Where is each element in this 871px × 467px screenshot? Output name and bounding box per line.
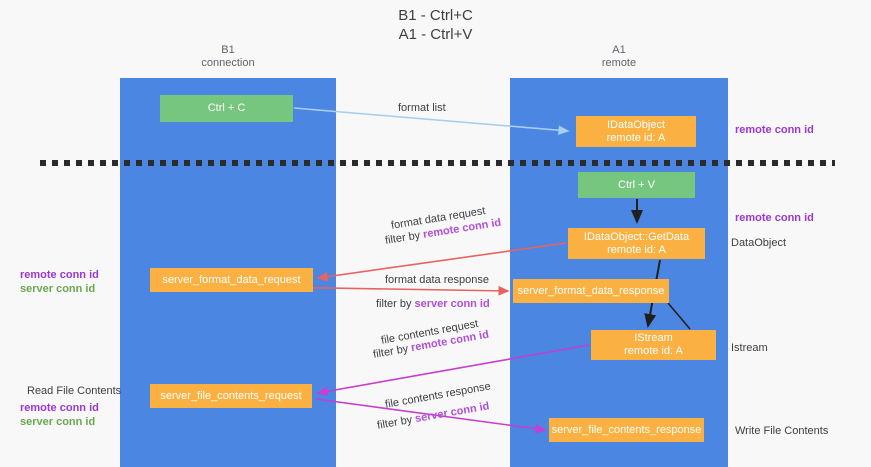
node-server-file-contents-response[interactable]: server_file_contents_response	[549, 418, 704, 442]
node-sfcreq-label: server_file_contents_request	[160, 389, 302, 402]
node-idataobject[interactable]: IDataObject remote id: A	[576, 116, 696, 147]
node-idataobject-label: IDataObject	[606, 118, 666, 131]
edge-filter-fcreq-prefix: filter by	[372, 342, 413, 361]
edge-label-fdresp-text: format data response	[385, 274, 489, 286]
node-ctrl-c-label: Ctrl + C	[207, 102, 246, 114]
edge-filter-format-data-response: filter by server conn id	[376, 297, 490, 311]
edge-label-format-list-text: format list	[398, 102, 446, 114]
node-istream-label: IStream	[634, 332, 673, 344]
edge-label-format-list: format list	[398, 101, 446, 115]
annotation-write-file-contents-text: Write File Contents	[735, 425, 829, 437]
node-sfdresp-label: server_format_data_response	[517, 284, 665, 297]
node-sfcresp-label: server_file_contents_response	[551, 423, 702, 436]
lane-a1-name: A1	[612, 44, 626, 56]
node-getdata-label: IDataObject::GetData	[583, 230, 690, 243]
annotation-left-remote-conn-id-1: remote conn id	[20, 269, 99, 281]
annotation-istream: Istream	[731, 341, 768, 355]
edge-filter-fdresp-key: server conn id	[414, 298, 490, 310]
edge-filter-fcresp-prefix: filter by	[376, 413, 417, 432]
annotation-remote-conn-id-top: remote conn id	[735, 123, 814, 137]
edge-label-format-data-response: format data response	[385, 273, 489, 287]
title-line-1: B1 - Ctrl+C	[398, 7, 473, 24]
annotation-left-server-conn-id-2: server conn id	[20, 416, 96, 428]
diagram-title: B1 - Ctrl+C A1 - Ctrl+V	[0, 6, 871, 44]
node-server-file-contents-request[interactable]: server_file_contents_request	[150, 384, 312, 408]
annotation-left-remote-conn-id-2: remote conn id	[20, 402, 99, 414]
annotation-left-conn-ids-top: remote conn id server conn id	[20, 268, 99, 296]
lane-b1-name: B1	[221, 44, 235, 56]
lane-header-b1: B1 connection	[120, 44, 336, 70]
annotation-read-file-contents-text: Read File Contents	[27, 385, 122, 397]
annotation-istream-text: Istream	[731, 342, 768, 354]
annotation-remote-conn-id-top-text: remote conn id	[735, 124, 814, 136]
node-istream[interactable]: IStream remote id: A	[591, 330, 716, 360]
edge-filter-fdresp-prefix: filter by	[376, 298, 415, 310]
node-server-format-data-request[interactable]: server_format_data_request	[150, 268, 313, 292]
node-idataobject-getdata[interactable]: IDataObject::GetData remote id: A	[568, 228, 705, 259]
annotation-read-file-contents: Read File Contents	[27, 384, 121, 398]
annotation-write-file-contents: Write File Contents	[735, 424, 828, 438]
node-idataobject-sub: remote id: A	[606, 131, 666, 144]
annotation-left-server-conn-id-1: server conn id	[20, 283, 96, 295]
lane-header-a1: A1 remote	[510, 44, 728, 70]
node-ctrl-v[interactable]: Ctrl + V	[578, 172, 695, 198]
edge-filter-fdreq-prefix: filter by	[384, 228, 425, 247]
lane-b1-role: connection	[201, 57, 255, 69]
annotation-dataobject: DataObject	[731, 236, 786, 250]
node-istream-sub: remote id: A	[624, 345, 683, 357]
phase-divider-dashed-line	[40, 160, 835, 166]
node-getdata-sub: remote id: A	[607, 243, 666, 256]
node-ctrl-v-label: Ctrl + V	[618, 178, 655, 191]
node-sfdreq-label: server_format_data_request	[162, 273, 301, 286]
node-server-format-data-response[interactable]: server_format_data_response	[513, 279, 669, 303]
annotation-remote-conn-id-mid-text: remote conn id	[735, 212, 814, 224]
lane-a1-role: remote	[601, 57, 637, 69]
node-ctrl-c[interactable]: Ctrl + C	[160, 95, 293, 122]
annotation-left-conn-ids-bottom: remote conn id server conn id	[20, 401, 99, 429]
title-line-2: A1 - Ctrl+V	[398, 26, 473, 43]
annotation-remote-conn-id-mid: remote conn id	[735, 211, 814, 225]
annotation-dataobject-text: DataObject	[731, 237, 787, 249]
